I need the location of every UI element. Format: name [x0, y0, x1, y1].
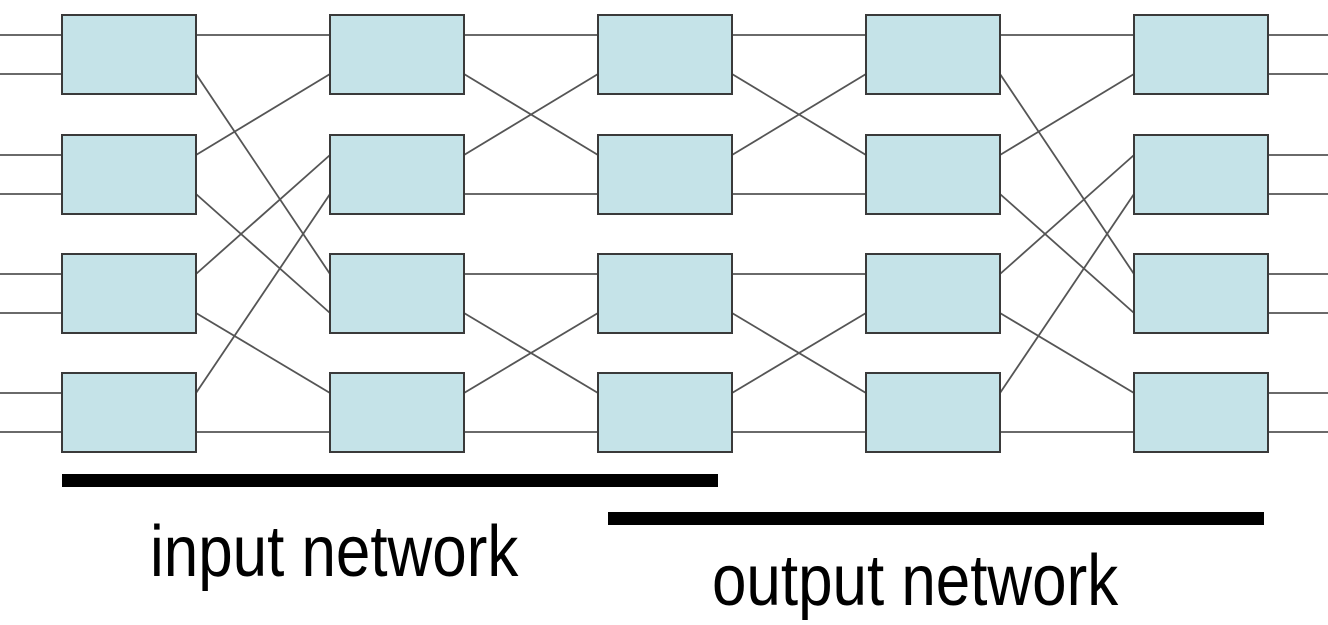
- interstage-link: [999, 312, 1135, 394]
- interstage-link: [463, 312, 599, 394]
- switches-layer: [61, 14, 1269, 453]
- switch-node: [597, 253, 733, 334]
- switch-node: [61, 134, 197, 215]
- switch-node: [865, 253, 1001, 334]
- switch-node: [329, 14, 465, 95]
- switch-node: [329, 134, 465, 215]
- interstage-link: [999, 73, 1135, 156]
- interstage-link: [195, 193, 331, 314]
- switch-node: [597, 134, 733, 215]
- output-network-bracket: [608, 512, 1264, 525]
- switch-node: [61, 14, 197, 95]
- interstage-link: [195, 154, 331, 275]
- interstage-link: [195, 312, 331, 394]
- switch-node: [1133, 14, 1269, 95]
- interstage-link: [195, 193, 331, 394]
- interstage-link: [999, 193, 1135, 314]
- interstage-link: [463, 73, 599, 156]
- interstage-link: [999, 73, 1135, 275]
- switch-node: [61, 372, 197, 453]
- switch-node: [1133, 253, 1269, 334]
- interstage-link: [195, 73, 331, 275]
- switch-node: [1133, 134, 1269, 215]
- switch-node: [865, 134, 1001, 215]
- interstage-link: [999, 193, 1135, 394]
- switch-node: [597, 372, 733, 453]
- switch-node: [61, 253, 197, 334]
- switch-node: [865, 372, 1001, 453]
- interstage-link: [731, 73, 867, 156]
- switch-node: [1133, 372, 1269, 453]
- switch-node: [865, 14, 1001, 95]
- wires-layer: [0, 34, 1328, 433]
- switch-node: [329, 253, 465, 334]
- input-network-label: input network: [150, 512, 519, 592]
- interstage-link: [195, 73, 331, 156]
- switch-node: [597, 14, 733, 95]
- output-network-label: output network: [712, 541, 1119, 621]
- input-network-bracket: [62, 474, 718, 487]
- interstage-link: [999, 154, 1135, 275]
- interstage-link: [731, 312, 867, 394]
- switch-node: [329, 372, 465, 453]
